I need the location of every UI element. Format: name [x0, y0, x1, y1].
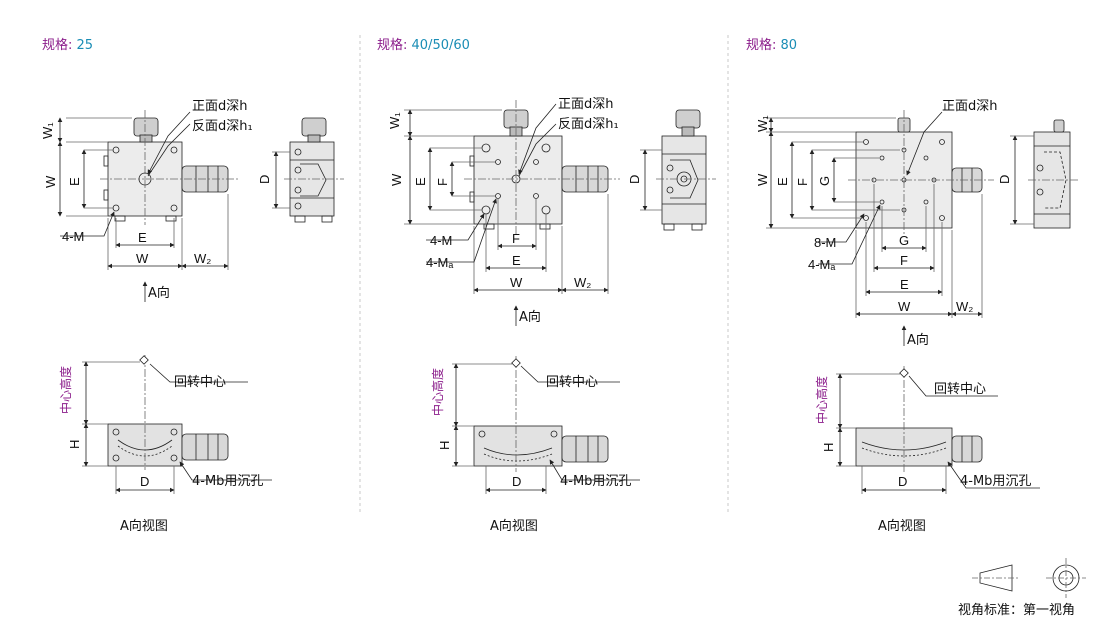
dim-e-horizontal: E — [512, 253, 521, 268]
callout-counterbore: 4-Mb用沉孔 — [192, 474, 263, 489]
callout-rotation-center: 回转中心 — [546, 375, 598, 390]
dim-4-m: 4-M — [430, 233, 452, 248]
callout-rotation-center: 回转中心 — [174, 375, 226, 390]
dim-w2: W₂ — [194, 251, 211, 266]
callout-front-depth: 正面d深h — [192, 99, 248, 114]
callout-front-depth: 正面d深h — [558, 97, 614, 112]
dim-g-vertical: G — [817, 176, 832, 186]
spec-heading-40-50-60: 规格: 40/50/60 — [377, 37, 470, 53]
dim-f-vertical: F — [435, 178, 450, 186]
front-view-25 — [107, 355, 229, 470]
callout-counterbore: 4-Mb用沉孔 — [560, 474, 631, 489]
top-view-40-50-60 — [464, 100, 620, 235]
dim-w-horizontal: W — [898, 299, 911, 314]
spec-heading-80: 规格: 80 — [746, 37, 797, 53]
first-angle-projection-icon — [972, 558, 1086, 598]
dim-e-vertical: E — [413, 177, 428, 186]
top-view-80 — [848, 110, 994, 236]
dim-d-side: D — [257, 175, 272, 184]
dim-w-vertical: W — [43, 175, 58, 188]
dim-w-horizontal: W — [510, 275, 523, 290]
dim-h: H — [821, 443, 836, 452]
view-caption: A向视图 — [490, 518, 538, 534]
dim-d-side: D — [997, 175, 1012, 184]
callout-back-depth: 反面d深h₁ — [192, 119, 253, 134]
side-view-80 — [1028, 119, 1080, 229]
dim-w1: W₁ — [387, 112, 402, 129]
dim-d-bottom: D — [898, 474, 907, 489]
side-view-40-50-60 — [656, 109, 716, 231]
dim-w-horizontal: W — [136, 251, 149, 266]
label-center-height: 中心高度 — [430, 368, 445, 416]
dim-d-bottom: D — [140, 474, 149, 489]
label-center-height: 中心高度 — [814, 376, 829, 424]
dim-4-ma: 4-Mₐ — [426, 255, 453, 270]
dim-d-side: D — [627, 175, 642, 184]
dim-w1: W₁ — [40, 122, 55, 139]
dim-e-vertical: E — [67, 177, 82, 186]
dim-w-vertical: W — [755, 173, 770, 186]
view-caption: A向视图 — [878, 518, 926, 534]
dim-f-horizontal: F — [900, 253, 908, 268]
callout-back-depth: 反面d深h₁ — [558, 117, 619, 132]
dim-w-vertical: W — [389, 173, 404, 186]
callout-front-depth: 正面d深h — [942, 99, 998, 114]
view-caption: A向视图 — [120, 518, 168, 534]
dim-w2: W₂ — [956, 299, 973, 314]
label-center-height: 中心高度 — [58, 366, 73, 414]
dim-f-vertical: F — [795, 178, 810, 186]
direction-a-label: A向 — [907, 332, 929, 348]
projection-standard-label: 视角标准：第一视角 — [958, 603, 1075, 618]
dim-e-horizontal: E — [900, 277, 909, 292]
dim-d-bottom: D — [512, 474, 521, 489]
top-view-25 — [100, 110, 240, 225]
dim-e-vertical: E — [775, 177, 790, 186]
dim-h: H — [67, 440, 82, 449]
callout-counterbore: 4-Mb用沉孔 — [960, 474, 1031, 489]
dim-8-m: 8-M — [814, 235, 836, 250]
dim-4-ma: 4-Mₐ — [808, 257, 835, 272]
dim-4-m: 4-M — [62, 229, 84, 244]
dim-w1: W₁ — [755, 115, 770, 132]
spec-heading-25: 规格: 25 — [42, 37, 93, 53]
direction-a-label: A向 — [148, 285, 170, 301]
front-view-40-50-60 — [473, 356, 609, 472]
side-view-25 — [284, 117, 344, 223]
dim-e-horizontal: E — [138, 230, 147, 245]
front-view-80 — [855, 366, 983, 472]
dim-h: H — [437, 441, 452, 450]
dim-f-horizontal: F — [512, 231, 520, 246]
callout-rotation-center: 回转中心 — [934, 382, 986, 397]
direction-a-label: A向 — [519, 309, 541, 325]
dim-w2: W₂ — [574, 275, 591, 290]
dim-g-horizontal: G — [899, 233, 909, 248]
